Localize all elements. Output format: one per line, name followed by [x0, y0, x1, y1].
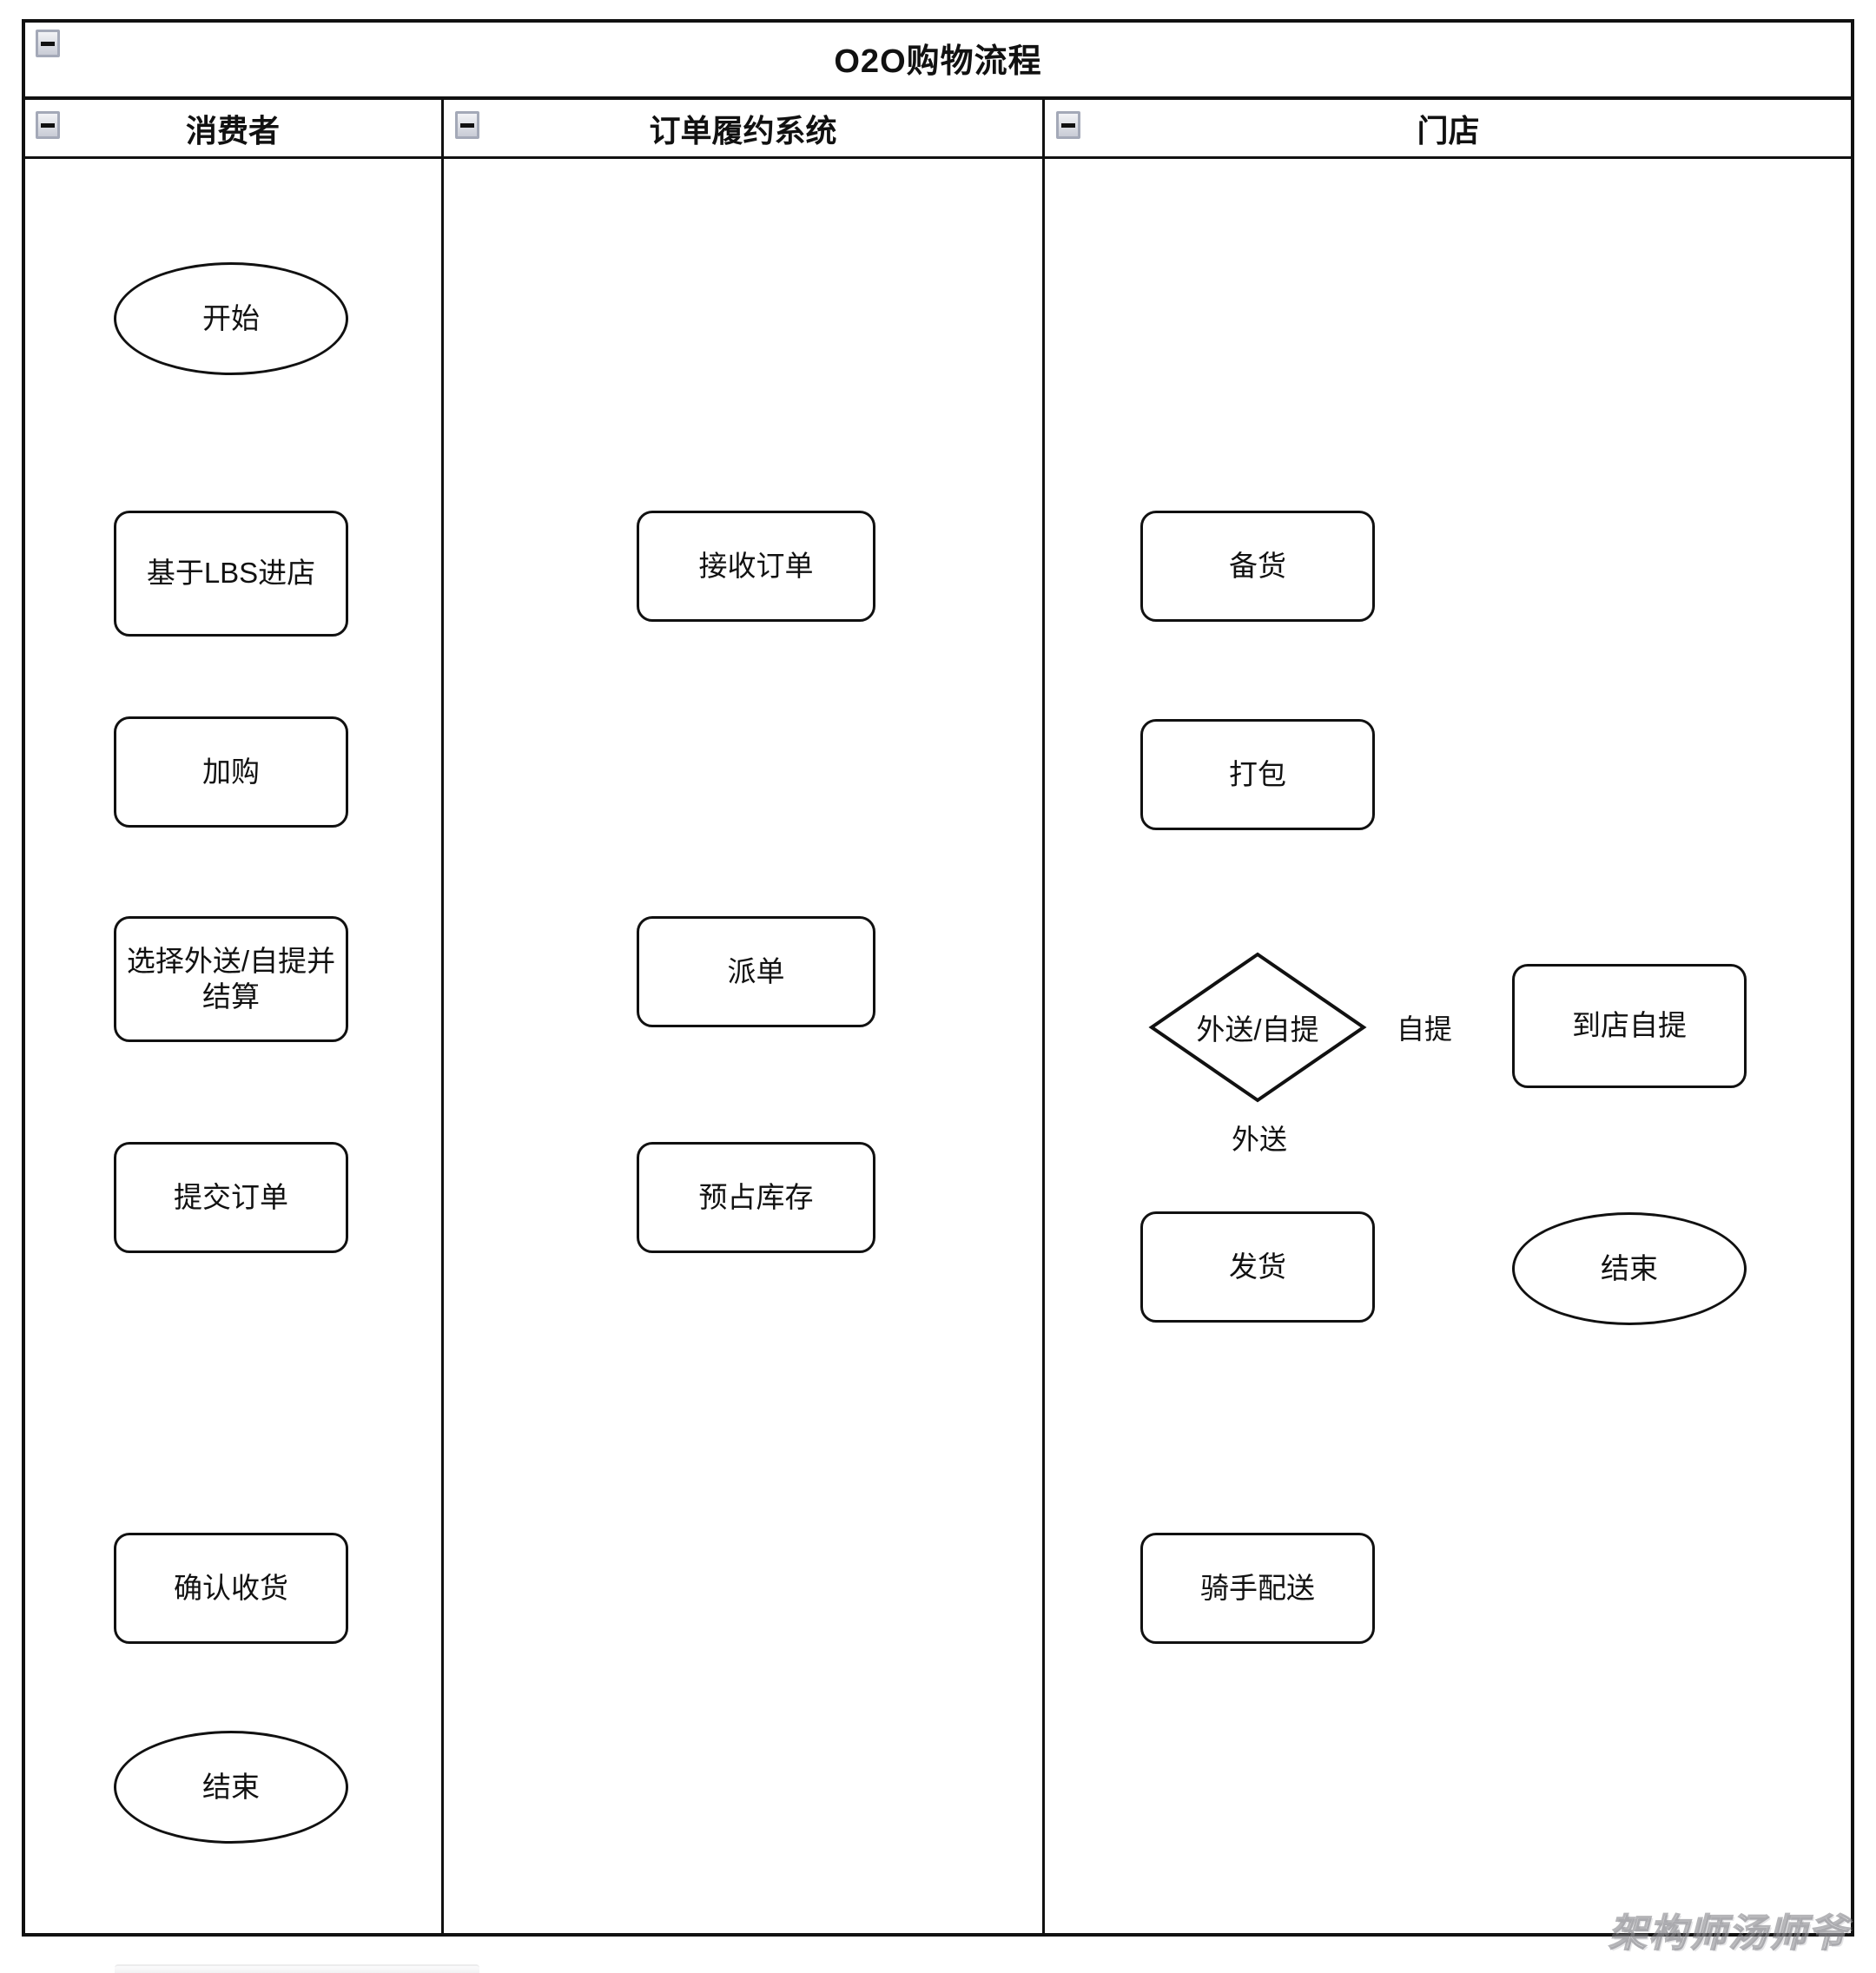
edge-label-delivery: 外送	[1206, 1113, 1313, 1162]
partial-offscreen-element	[115, 1964, 479, 1973]
node-label: 预占库存	[698, 1180, 814, 1213]
node-label: 发货	[1229, 1250, 1286, 1283]
node-receive-order[interactable]: 接收订单	[637, 511, 875, 622]
minus-box-icon-store[interactable]	[1056, 111, 1080, 139]
node-label: 结束	[1601, 1251, 1658, 1284]
node-label: 骑手配送	[1200, 1571, 1315, 1604]
node-label: 备货	[1229, 549, 1286, 582]
node-label: 开始	[202, 301, 260, 334]
minus-box-icon-pool[interactable]	[36, 30, 60, 57]
node-label: 到店自提	[1572, 1009, 1687, 1042]
lane-label-ofs: 订单履约系统	[649, 112, 837, 148]
edge-label-pickup: 自提	[1371, 1003, 1478, 1052]
page-title: O2O购物流程	[834, 43, 1042, 80]
node-label: 提交订单	[174, 1180, 288, 1213]
lane-header-ofs: 订单履约系统	[444, 100, 1042, 159]
node-packing[interactable]: 打包	[1140, 719, 1375, 830]
node-reserve-inventory[interactable]: 预占库存	[637, 1142, 875, 1253]
node-label: 加购	[202, 755, 260, 788]
node-prepare-goods[interactable]: 备货	[1140, 511, 1375, 622]
node-submit-order[interactable]: 提交订单	[114, 1142, 348, 1253]
node-label: 结束	[202, 1770, 260, 1803]
lane-divider-1	[441, 100, 444, 1937]
node-label: 确认收货	[174, 1571, 288, 1604]
lane-label-consumer: 消费者	[185, 112, 280, 148]
node-end-pickup[interactable]: 结束	[1512, 1212, 1747, 1325]
node-label: 接收订单	[698, 549, 814, 582]
node-decision-shape[interactable]	[1148, 951, 1367, 1104]
node-ship-out[interactable]: 发货	[1140, 1211, 1375, 1323]
lane-header-store: 门店	[1045, 100, 1852, 159]
node-rider-delivery[interactable]: 骑手配送	[1140, 1533, 1375, 1644]
node-label: 外送/自提	[1196, 1013, 1319, 1046]
node-choose-delivery-mode[interactable]: 选择外送/自提并结算	[114, 916, 348, 1042]
node-dispatch-order[interactable]: 派单	[637, 916, 875, 1027]
node-label: 派单	[727, 954, 785, 987]
node-start[interactable]: 开始	[114, 262, 348, 375]
node-label: 选择外送/自提并结算	[126, 945, 336, 1013]
lane-label-store: 门店	[1417, 112, 1480, 148]
minus-box-icon-ofs[interactable]	[455, 111, 479, 139]
pool-title-bar: O2O购物流程	[22, 19, 1854, 100]
node-decision-delivery-or-pickup[interactable]: 外送/自提	[1148, 951, 1367, 1104]
node-label: 基于LBS进店	[146, 557, 316, 590]
lane-header-consumer: 消费者	[24, 100, 441, 159]
node-add-to-cart[interactable]: 加购	[114, 716, 348, 828]
node-confirm-receipt[interactable]: 确认收货	[114, 1533, 348, 1644]
node-end-consumer[interactable]: 结束	[114, 1731, 348, 1844]
node-store-pickup[interactable]: 到店自提	[1512, 964, 1747, 1088]
minus-box-icon-consumer[interactable]	[36, 111, 60, 139]
node-label: 打包	[1229, 757, 1286, 790]
lane-divider-2	[1042, 100, 1045, 1937]
node-lbs-entry[interactable]: 基于LBS进店	[114, 511, 348, 637]
